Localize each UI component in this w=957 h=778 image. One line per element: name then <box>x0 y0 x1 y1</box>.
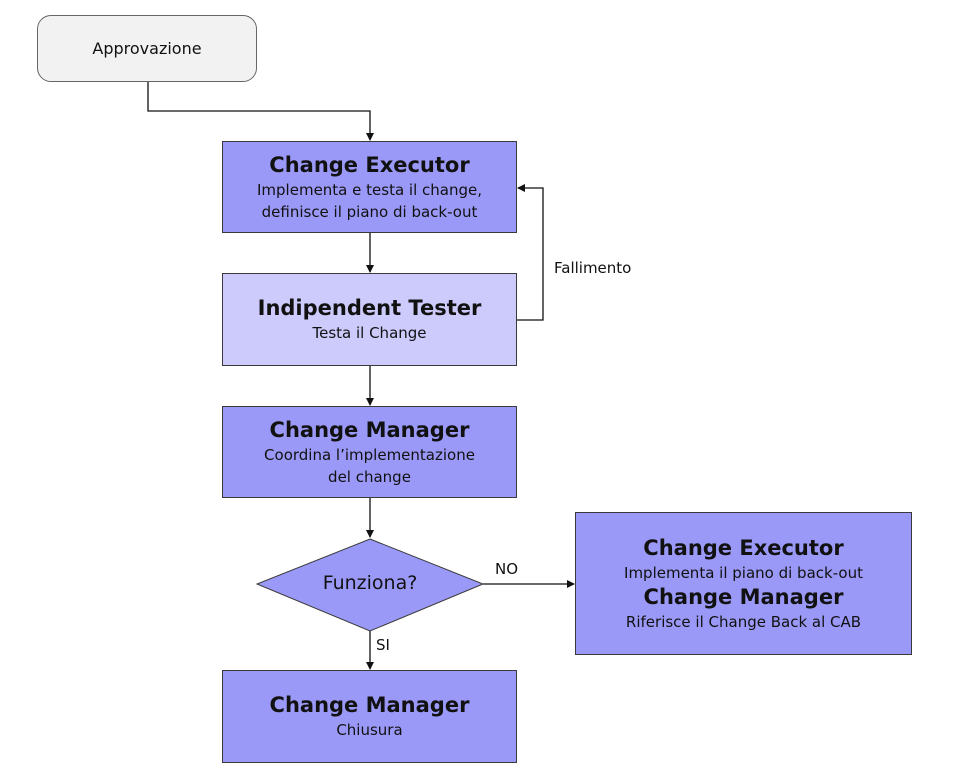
edge-label-yes: SI <box>376 636 390 654</box>
edge-failure-loop <box>516 184 544 321</box>
rollback-executor-line: Implementa il piano di back-out <box>624 563 863 582</box>
change-manager-box: Change Manager Coordina l’implementazion… <box>222 406 517 498</box>
decision-diamond <box>255 538 485 632</box>
change-executor-title: Change Executor <box>269 152 470 177</box>
change-executor-box: Change Executor Implementa e testa il ch… <box>222 141 517 233</box>
rollback-executor-title: Change Executor <box>643 535 844 560</box>
start-node-approvazione: Approvazione <box>37 15 257 82</box>
start-label: Approvazione <box>92 39 202 58</box>
rollback-manager-line: Riferisce il Change Back al CAB <box>625 612 862 631</box>
change-manager-title: Change Manager <box>269 417 470 442</box>
decision-label: Funziona? <box>322 572 418 594</box>
closing-title: Change Manager <box>269 693 470 717</box>
change-manager-line-1: Coordina l’implementazione <box>264 445 475 464</box>
independent-tester-line-1: Testa il Change <box>312 324 427 342</box>
change-manager-line-2: del change <box>328 467 411 486</box>
independent-tester-title: Indipendent Tester <box>257 296 482 320</box>
closing-line-1: Chiusura <box>336 721 403 739</box>
change-executor-line-1: Implementa e testa il change, <box>257 180 482 199</box>
change-executor-line-2: definisce il piano di back-out <box>261 202 478 221</box>
rollback-manager-title: Change Manager <box>643 584 844 609</box>
rollback-box: Change Executor Implementa il piano di b… <box>575 512 912 655</box>
edge-approval-to-executor <box>147 82 374 141</box>
edge-label-no: NO <box>495 560 519 578</box>
independent-tester-box: Indipendent Tester Testa il Change <box>222 273 517 366</box>
closing-box: Change Manager Chiusura <box>222 670 517 763</box>
edge-label-failure: Fallimento <box>554 259 632 277</box>
